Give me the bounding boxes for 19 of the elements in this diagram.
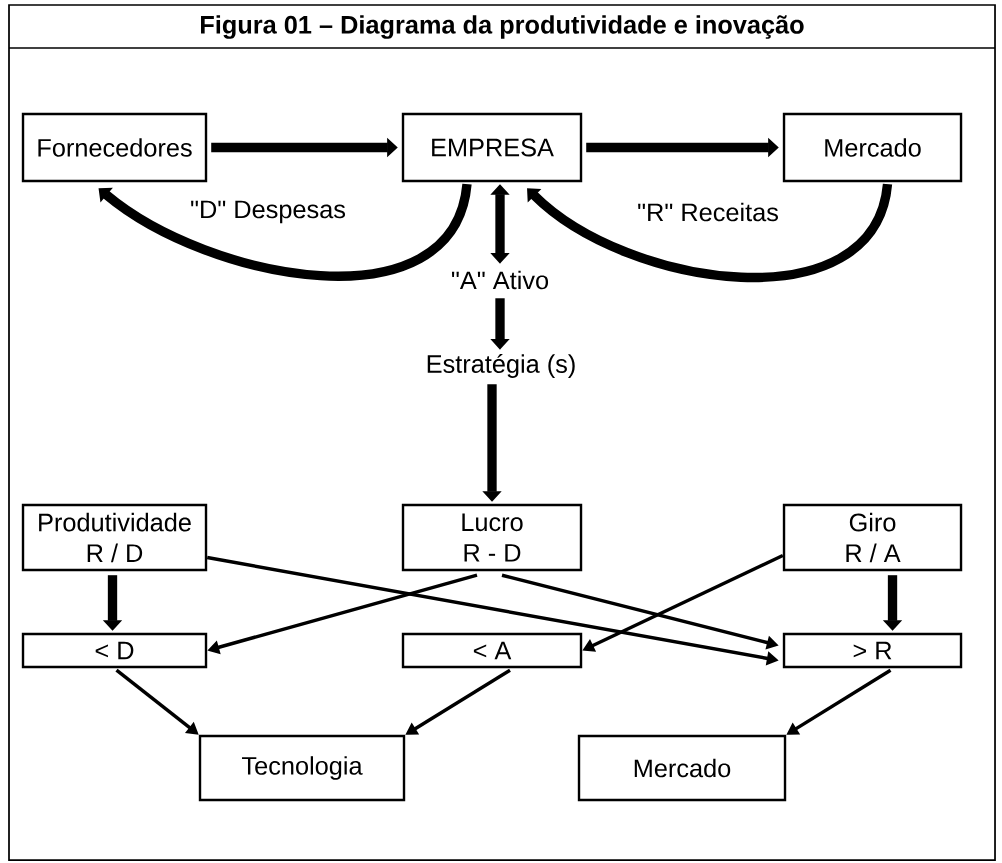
arrow — [527, 183, 893, 282]
process-box: Produtividade R / D — [21, 503, 208, 572]
process-box: < D — [21, 632, 208, 669]
edge-label: "R" Receitas — [638, 202, 778, 222]
arrow — [490, 184, 510, 264]
process-box: Lucro R - D — [401, 503, 583, 572]
process-box: Mercado — [577, 734, 787, 802]
process-box: Tecnologia — [198, 734, 406, 802]
process-box: Mercado — [782, 112, 963, 183]
title: Figura 01 – Diagrama da produtividade e inovação — [201, 15, 804, 39]
flow-text: Estratégia (s) — [427, 354, 575, 378]
process-box: Giro R / A — [782, 503, 963, 572]
edge-label: "D" Despesas — [191, 200, 346, 224]
process-box: > R — [782, 632, 963, 669]
process-box: EMPRESA — [401, 112, 583, 183]
process-box: < A — [401, 632, 583, 669]
process-box: Fornecedores — [21, 112, 208, 183]
flow-text: "A" Ativo — [451, 270, 549, 290]
arrow — [98, 183, 472, 281]
